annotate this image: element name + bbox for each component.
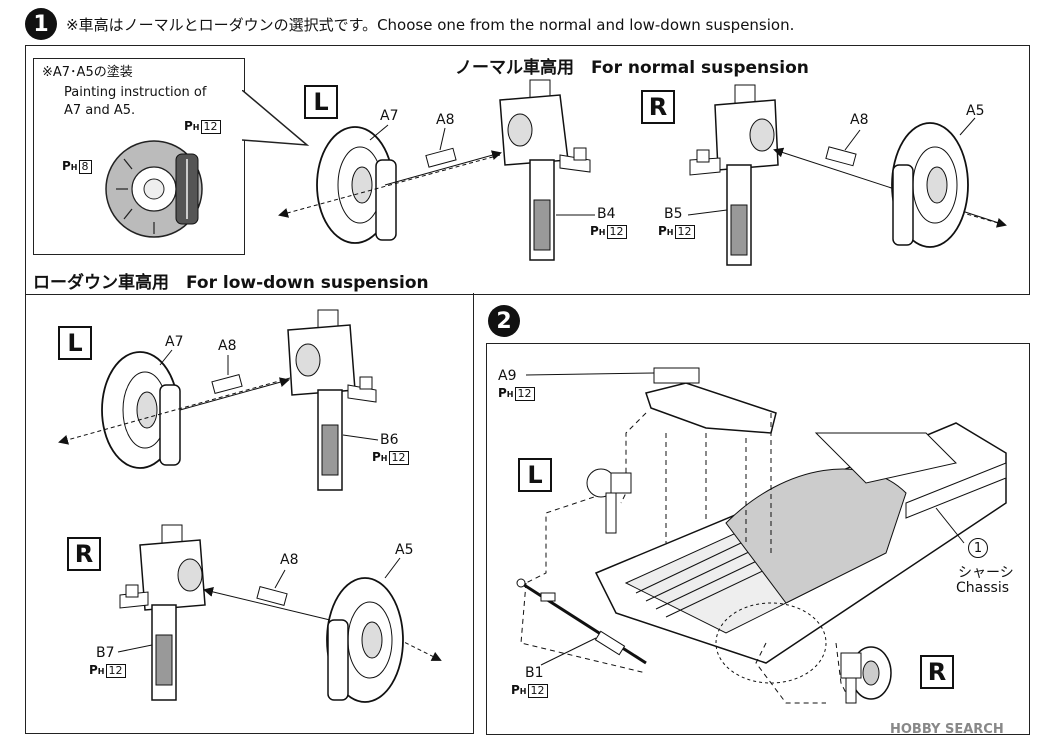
step-2-number: 2: [488, 305, 520, 337]
label-b4: B4: [597, 206, 616, 222]
painting-callout: ※A7･A5の塗装 Painting instruction of A7 and…: [33, 58, 245, 255]
chassis-part-number: 1: [968, 538, 988, 558]
knuckle-b4: [499, 79, 591, 261]
paint-prefix: P: [372, 450, 381, 464]
step-1-note: ※車高はノーマルとローダウンの選択式です。Choose one from the…: [66, 16, 795, 34]
label-b6: B6: [380, 432, 399, 448]
label-a7-lowdown: A7: [165, 334, 184, 350]
paint-sub: H: [519, 687, 527, 696]
bolt-a8-lowdown-l: [211, 373, 243, 395]
step-1-normal-box: [25, 45, 1030, 295]
paint-prefix: P: [658, 224, 667, 238]
label-a7-normal: A7: [380, 108, 399, 124]
paint-prefix: P: [62, 159, 71, 173]
brake-disc-a5-lowdown: [326, 577, 404, 703]
paint-sub: H: [192, 123, 200, 132]
painting-note-en-2: A7 and A5.: [64, 103, 136, 118]
bolt-a8-lowdown-r: [256, 585, 288, 607]
knuckle-r-step2: [840, 646, 892, 704]
paint-sub: H: [666, 228, 674, 237]
step-1-lowdown-box: [25, 293, 474, 734]
bolt-a8-normal-r: [825, 146, 857, 167]
brake-disc-a5-normal: [891, 122, 969, 248]
paint-sub: H: [70, 163, 78, 172]
label-a5-lowdown: A5: [395, 542, 414, 558]
paint-number: 12: [674, 225, 695, 239]
side-box-left-lowdown: L: [58, 326, 92, 360]
rod-b1: [516, 578, 647, 665]
paint-prefix: P: [511, 683, 520, 697]
knuckle-b5: [689, 84, 779, 266]
side-box-right-normal: R: [641, 90, 675, 124]
chassis-label-en: Chassis: [956, 580, 1009, 596]
label-a8-normal-l: A8: [436, 112, 455, 128]
step-1-number: 1: [25, 8, 57, 40]
label-b5: B5: [664, 206, 683, 222]
paint-number: 8: [78, 160, 92, 174]
watermark-logo: HOBBY SEARCH: [890, 722, 1004, 737]
paint-prefix: P: [498, 386, 507, 400]
chassis-label-jp: シャーシ: [958, 565, 1014, 581]
label-a8-normal-r: A8: [850, 112, 869, 128]
bolt-a8-normal-l: [425, 147, 457, 168]
paint-prefix: P: [89, 663, 98, 677]
brake-disc-a7-normal: [316, 126, 397, 244]
paint-prefix: P: [184, 119, 193, 133]
side-box-left-step2: L: [518, 458, 552, 492]
step-2-chassis-drawing: [516, 367, 1007, 704]
knuckle-l-step2: [586, 468, 632, 534]
brake-disc-a7-lowdown: [101, 351, 181, 469]
paint-prefix: P: [590, 224, 599, 238]
paint-number: 12: [606, 225, 627, 239]
paint-number: 12: [527, 684, 548, 698]
paint-number: 12: [388, 451, 409, 465]
painting-note-en-1: Painting instruction of: [64, 85, 207, 100]
paint-number: 12: [200, 120, 221, 134]
label-a8-lowdown-r: A8: [280, 552, 299, 568]
painting-note-jp: ※A7･A5の塗装: [42, 65, 133, 80]
knuckle-b7: [119, 524, 206, 701]
knuckle-b6: [287, 309, 377, 491]
paint-number: 12: [105, 664, 126, 678]
side-box-left-normal: L: [304, 85, 338, 119]
brake-disc-painting-diagram: [105, 140, 203, 238]
label-a5-normal: A5: [966, 103, 985, 119]
side-box-right-lowdown: R: [67, 537, 101, 571]
step-2-box: [486, 343, 1030, 735]
lowdown-suspension-header: ローダウン車高用 For low-down suspension: [33, 273, 429, 293]
paint-sub: H: [598, 228, 606, 237]
paint-number: 12: [514, 387, 535, 401]
paint-sub: H: [506, 390, 514, 399]
normal-suspension-header: ノーマル車高用 For normal suspension: [455, 58, 809, 78]
paint-sub: H: [97, 667, 105, 676]
side-box-right-step2: R: [920, 655, 954, 689]
label-b1: B1: [525, 665, 544, 681]
label-a8-lowdown-l: A8: [218, 338, 237, 354]
paint-sub: H: [380, 454, 388, 463]
callout-pointer: [242, 90, 310, 146]
label-b7: B7: [96, 645, 115, 661]
label-a9: A9: [498, 368, 517, 384]
